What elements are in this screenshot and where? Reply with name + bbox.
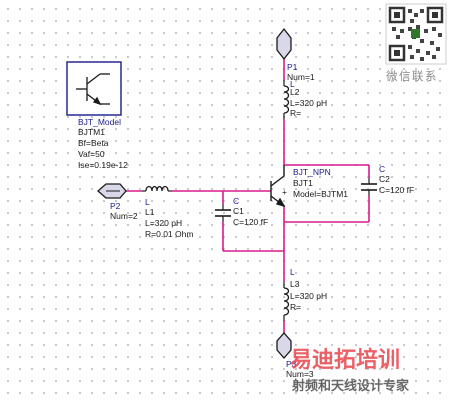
inductor-l1-r: R=0.01 Ohm [145, 229, 193, 239]
capacitor-c1-type: C [233, 196, 239, 206]
inductor-l2[interactable] [283, 85, 290, 114]
capacitor-c1-name: C1 [233, 206, 244, 216]
bjt-model-title: BJT_Model [78, 117, 121, 127]
bjt-model-block[interactable] [66, 61, 122, 116]
port-p1-num: Num=1 [287, 72, 315, 82]
capacitor-c2[interactable] [361, 183, 377, 191]
inductor-l3[interactable] [283, 287, 290, 316]
bjt-model-param: Ise=0.19e-12 [78, 160, 128, 170]
port-p1-name: P1 [287, 62, 298, 72]
port-p2[interactable] [97, 183, 127, 199]
port-p3[interactable] [276, 332, 292, 359]
port-p1[interactable] [276, 27, 292, 61]
inductor-l2-name: L2 [290, 87, 300, 97]
inductor-l1-value: L=320 pH [145, 218, 182, 228]
bjt-model-ref: Model=BJTM1 [293, 189, 348, 199]
bjt-model-param: Bf=Beta [78, 138, 109, 148]
inductor-l2-type: L [290, 79, 295, 89]
port-p2-num: Num=2 [110, 211, 138, 221]
capacitor-c1[interactable] [215, 209, 231, 217]
bjt-npn-transistor[interactable] [270, 165, 286, 208]
capacitor-c1-value: C=120 fF [233, 217, 268, 227]
qr-code-image [385, 3, 447, 65]
capacitor-c2-name: C2 [379, 174, 390, 184]
bjt-name: BJT1 [293, 178, 313, 188]
bjt-model-param: Vaf=50 [78, 149, 105, 159]
bjt-type: BJT_NPN [293, 167, 331, 177]
transistor-symbol-icon [76, 73, 110, 106]
port-p3-num: Num=3 [286, 369, 314, 379]
port-p3-name: P3 [286, 359, 297, 369]
inductor-l3-value: L=320 pH [290, 291, 327, 301]
inductor-l3-type: L [290, 267, 295, 277]
port-p2-name: P2 [110, 201, 121, 211]
watermark-slogan: 射频和天线设计专家 [291, 378, 410, 394]
qr-caption: 微信联系 [386, 69, 438, 83]
inductor-l1-type: L [145, 197, 150, 207]
pin-leads [142, 80, 370, 321]
watermark-brand: 易迪拓培训 [290, 347, 400, 373]
inductor-l1-name: L1 [145, 207, 155, 217]
capacitor-c2-type: C [379, 164, 385, 174]
inductor-l2-value: L=320 pH [290, 98, 327, 108]
wires [124, 58, 370, 335]
capacitor-c2-value: C=120 fF [379, 185, 414, 195]
bjt-plus-sign: + [282, 187, 287, 197]
inductor-l3-name: L3 [290, 279, 300, 289]
inductor-l2-r: R= [290, 108, 301, 118]
inductor-l1[interactable] [145, 185, 169, 192]
inductor-l3-r: R= [290, 302, 301, 312]
bjt-model-name: BJTM1 [78, 127, 105, 137]
